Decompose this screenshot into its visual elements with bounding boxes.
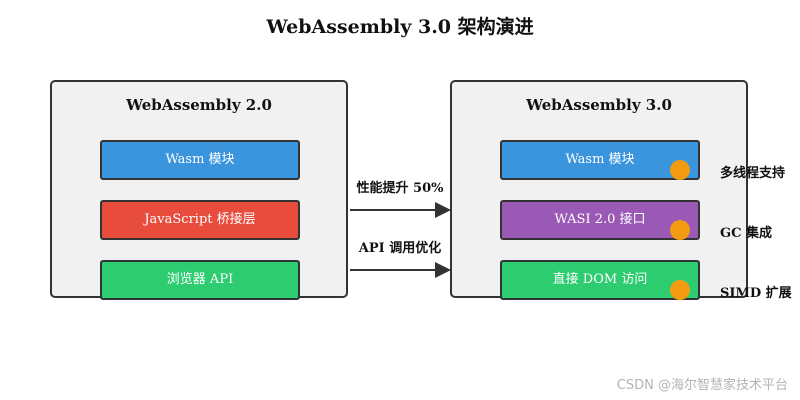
panel-title-right: WebAssembly 3.0 [526,96,672,114]
webassembly-3-panel: WebAssembly 3.0 Wasm 模块 WASI 2.0 接口 直接 D… [450,80,748,300]
watermark: CSDN @海尔智慧家技术平台 [616,378,788,393]
webassembly-2-panel: WebAssembly 2.0 Wasm 模块 JavaScript 桥接层 浏… [50,80,348,300]
panel-title-left: WebAssembly 2.0 [126,96,272,114]
diagram-title: WebAssembly 3.0 架构演进 [266,16,534,38]
feature-marker-dot [670,220,690,240]
feature-marker-dot [670,280,690,300]
left-box-js-bridge: JavaScript 桥接层 [100,200,300,240]
right-box-wasm-module: Wasm 模块 [500,140,700,180]
feature-simd: SIMD 扩展 [720,286,792,301]
feature-gc-integration: GC 集成 [720,226,772,241]
arrow-label-performance: 性能提升 50% [356,181,444,196]
arrow-label-api-optimization: API 调用优化 [358,241,442,256]
left-box-wasm-module: Wasm 模块 [100,140,300,180]
left-box-browser-api: 浏览器 API [100,260,300,300]
feature-marker-dot [670,160,690,180]
right-box-wasi-interface: WASI 2.0 接口 [500,200,700,240]
right-box-direct-dom: 直接 DOM 访问 [500,260,700,300]
feature-multithreading: 多线程支持 [720,166,786,181]
